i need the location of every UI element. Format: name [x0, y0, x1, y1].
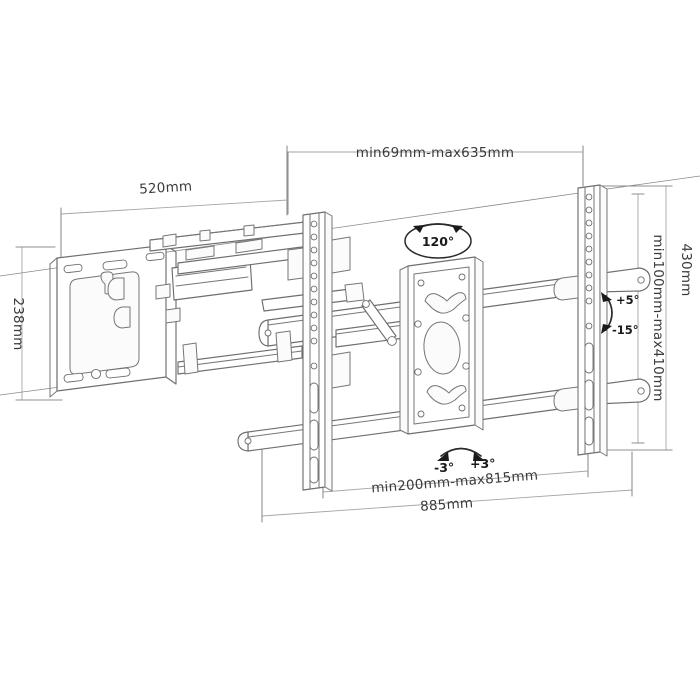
upper-articulating-arm	[107, 221, 306, 329]
dim-overall-width	[261, 439, 633, 523]
right-vertical-rail	[553, 184, 608, 457]
dim-depth-range	[286, 145, 584, 216]
tilt-angle-indicator: +5° -15°	[601, 292, 639, 337]
wall-mount-plate	[49, 244, 177, 398]
tilt-up-label: +5°	[616, 293, 639, 307]
roll-angle-indicator: -3° +3°	[434, 447, 495, 475]
vesa-mounting-plate	[399, 256, 484, 435]
rail-height-label: 430mm	[678, 243, 694, 296]
swivel-angle-indicator: 120°	[404, 223, 472, 259]
dim-rail-height	[595, 185, 673, 451]
roll-right-label: +3°	[470, 456, 495, 471]
dimension-lines	[15, 145, 673, 523]
depth-range-label: min69mm-max635mm	[356, 145, 515, 161]
center-vertical-rail	[287, 211, 351, 492]
wall-plate-height-label: 238mm	[10, 297, 26, 350]
center-rail-holes	[309, 220, 319, 484]
tilt-down-label: -15°	[612, 323, 639, 337]
swivel-angle-label: 120°	[422, 234, 454, 249]
right-rail-holes	[584, 193, 594, 446]
roll-left-label: -3°	[434, 460, 454, 475]
plate-width-label: 520mm	[139, 178, 193, 197]
overall-width-label: 885mm	[420, 495, 474, 515]
vesa-height-range-label: min100mm-max410mm	[650, 234, 666, 401]
